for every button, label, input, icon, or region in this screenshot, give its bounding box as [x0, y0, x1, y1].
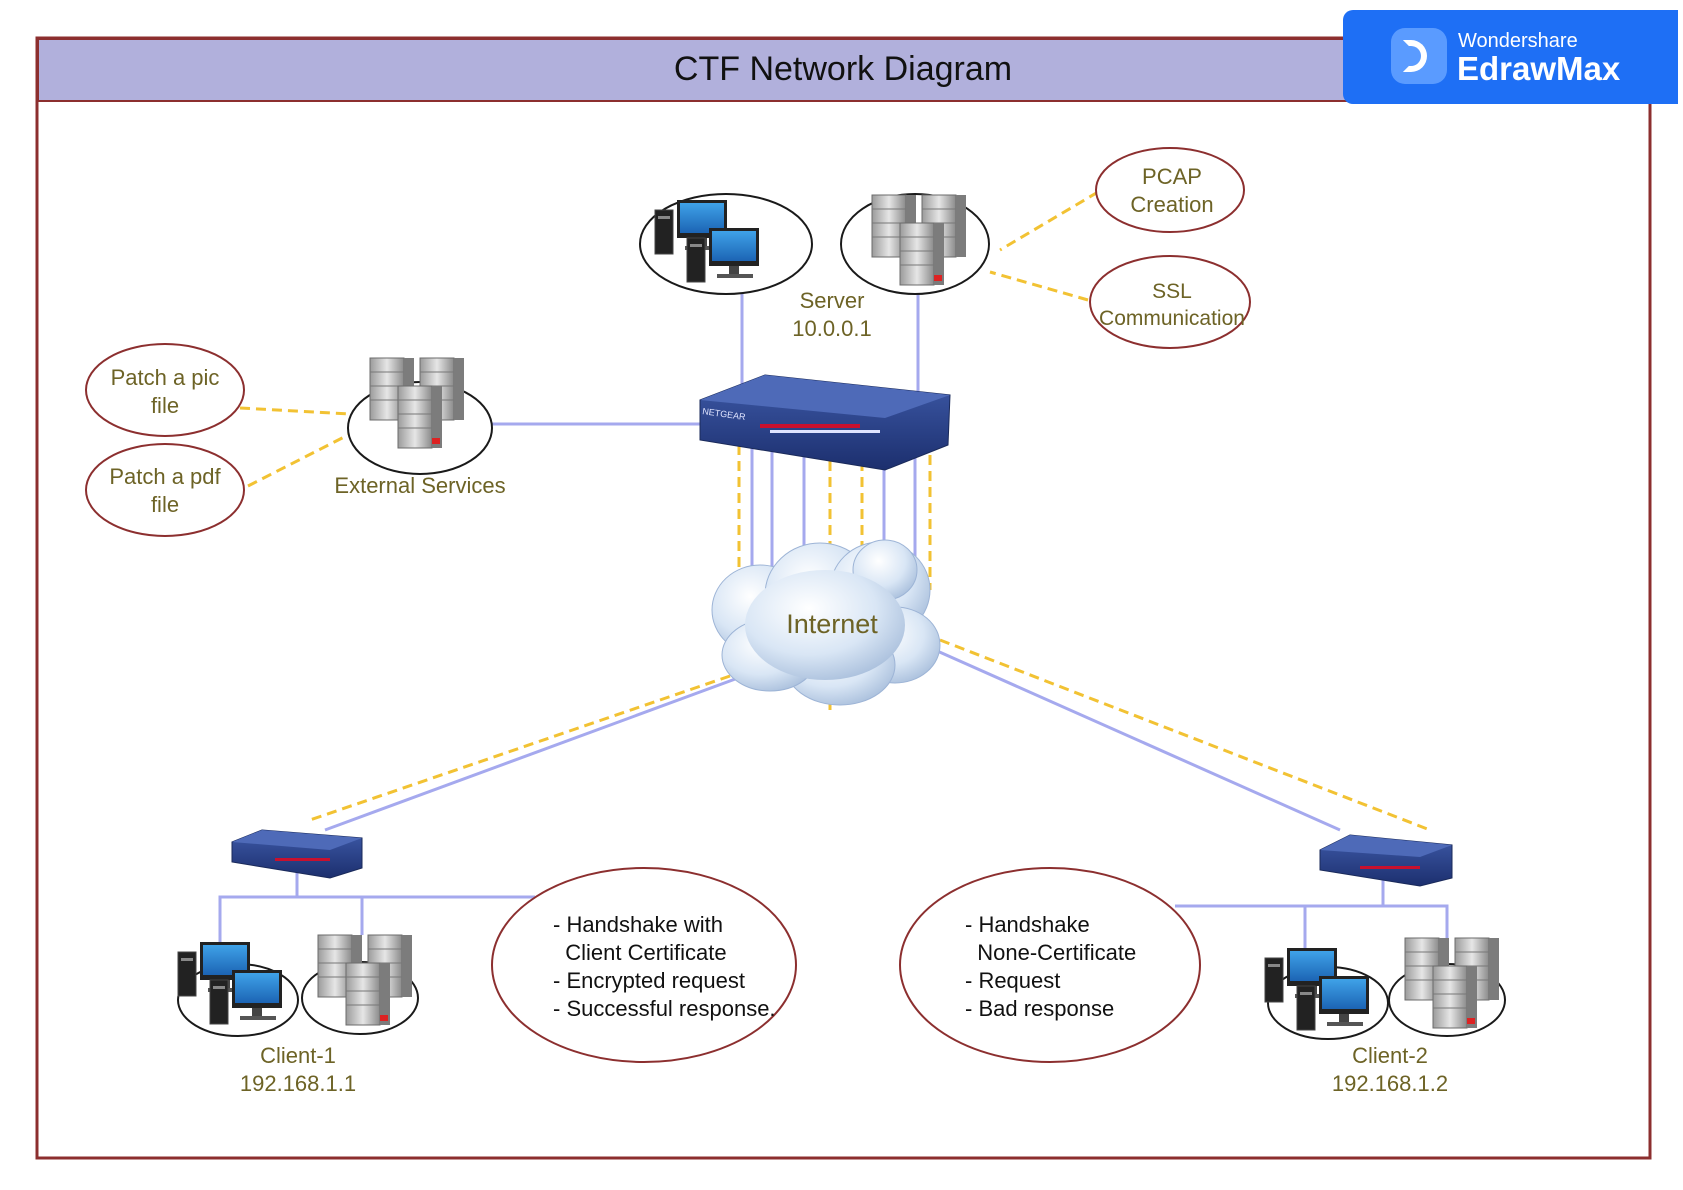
pcap-label: PCAP: [1142, 164, 1202, 189]
client2-node: Client-2 192.168.1.2: [1265, 938, 1506, 1096]
client2-ip: 192.168.1.2: [1332, 1071, 1448, 1096]
external-services-node: External Services: [334, 358, 506, 498]
client1-note-line4: - Successful response.: [553, 996, 776, 1021]
diagram-title: CTF Network Diagram: [674, 50, 1012, 88]
server-name: Server: [800, 288, 865, 313]
client2-note-line2: None-Certificate: [965, 940, 1136, 965]
patch-pic-node: Patch a pic file: [85, 343, 245, 437]
client1-router-icon: [231, 829, 363, 879]
ssl-sublabel: Communication: [1099, 307, 1245, 330]
client1-note: - Handshake with Client Certificate - En…: [491, 867, 797, 1063]
client2-router-icon: [1319, 834, 1453, 887]
patch-pdf-sublabel: file: [151, 492, 179, 517]
internet-cloud-icon: [711, 539, 941, 706]
edrawmax-logo-icon: [1391, 28, 1447, 84]
patch-pic-label: Patch a pic: [111, 365, 220, 390]
brand-product: EdrawMax: [1457, 50, 1621, 87]
main-router-icon: NETGEAR: [699, 374, 951, 471]
internet-label: Internet: [786, 609, 878, 639]
server-ip: 10.0.0.1: [792, 316, 872, 341]
external-services-label: External Services: [334, 473, 505, 498]
client2-note-line3: - Request: [965, 968, 1060, 993]
client1-note-line2: Client Certificate: [553, 940, 727, 965]
client2-note-line1: - Handshake: [965, 912, 1090, 937]
client1-note-line3: - Encrypted request: [553, 968, 745, 993]
pcap-sublabel: Creation: [1130, 192, 1213, 217]
patch-pdf-node: Patch a pdf file: [85, 443, 245, 537]
pcap-node: PCAP Creation: [1095, 147, 1245, 233]
server-node: Server 10.0.0.1: [639, 193, 990, 341]
client1-name: Client-1: [260, 1043, 336, 1068]
patch-pic-sublabel: file: [151, 393, 179, 418]
patch-pdf-label: Patch a pdf: [109, 464, 221, 489]
client2-note: - Handshake None-Certificate - Request -…: [899, 867, 1201, 1063]
client2-name: Client-2: [1352, 1043, 1428, 1068]
brand-company: Wondershare: [1458, 30, 1578, 52]
ssl-node: SSL Communication: [1089, 255, 1251, 349]
ssl-label: SSL: [1152, 280, 1192, 303]
client1-note-line1: - Handshake with: [553, 912, 723, 937]
client1-node: Client-1 192.168.1.1: [177, 935, 419, 1096]
client1-ip: 192.168.1.1: [240, 1071, 356, 1096]
client2-note-line4: - Bad response: [965, 996, 1114, 1021]
